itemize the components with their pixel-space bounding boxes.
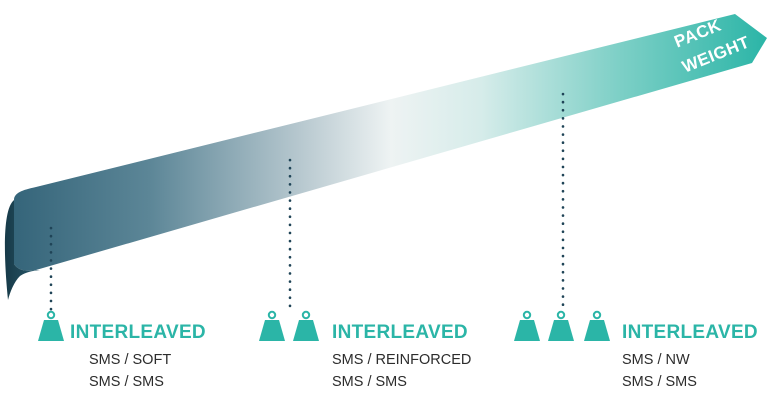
category-line-2: SMS / SMS [332, 374, 407, 390]
category-line-2: SMS / SMS [89, 374, 164, 390]
category-3-details: SMS / NW SMS / SMS [622, 349, 697, 393]
weight-icon [293, 310, 319, 341]
weight-icon [548, 310, 574, 341]
weight-icon [38, 310, 64, 341]
category-2-details: SMS / REINFORCED SMS / SMS [332, 349, 471, 393]
category-title: INTERLEAVED [70, 322, 206, 343]
category-line-2: SMS / SMS [622, 374, 697, 390]
category-line-1: SMS / REINFORCED [332, 352, 472, 368]
category-3: INTERLEAVED [622, 322, 758, 344]
category-line-1: SMS / NW [622, 352, 690, 368]
category-line-1: SMS / SOFT [89, 352, 172, 368]
weight-icon [514, 310, 540, 341]
weight-icon [584, 310, 610, 341]
pack-weight-arrow [14, 14, 767, 271]
category-title: INTERLEAVED [332, 322, 468, 343]
arrow-curl [4, 200, 41, 300]
category-title: INTERLEAVED [622, 322, 758, 343]
weight-icon [259, 310, 285, 341]
category-1-details: SMS / SOFT SMS / SMS [89, 349, 171, 393]
category-2: INTERLEAVED [332, 322, 468, 344]
category-1: INTERLEAVED [70, 322, 206, 344]
